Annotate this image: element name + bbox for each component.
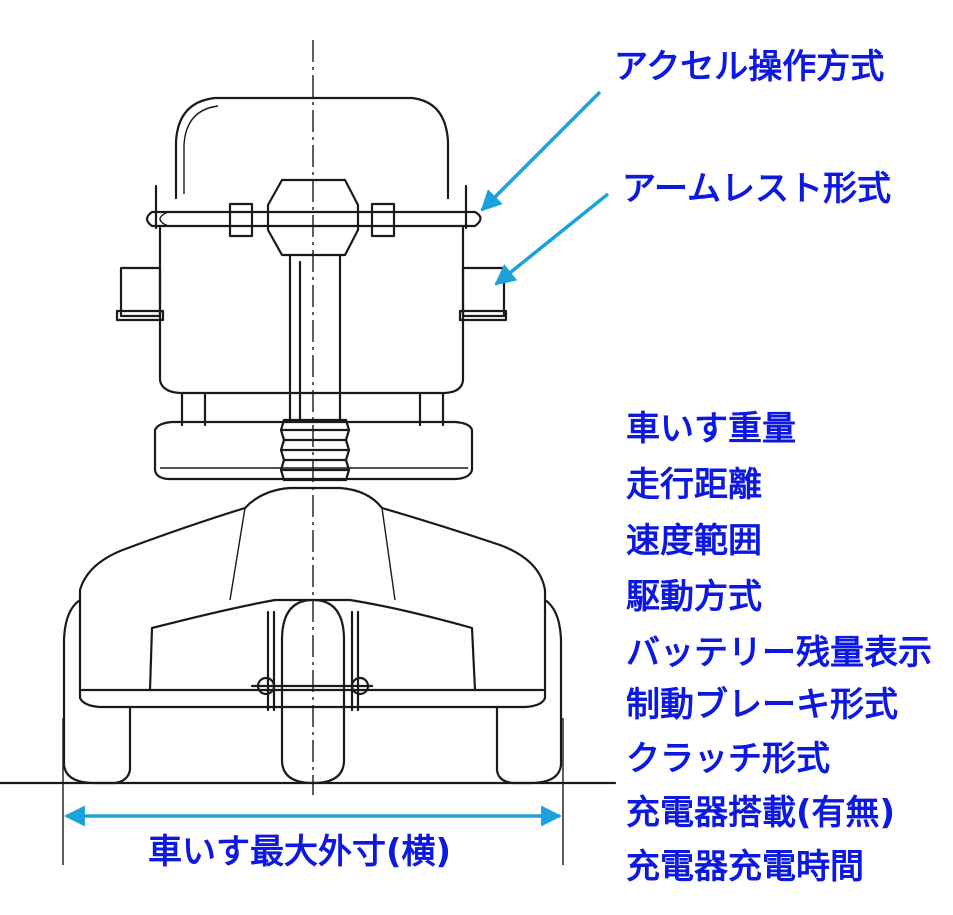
armrest-left — [119, 266, 162, 318]
bellows — [279, 418, 351, 482]
spec-battery-indicator: バッテリー残量表示 — [626, 633, 932, 673]
spec-charger-onboard: 充電器搭載(有無) — [626, 793, 896, 833]
spec-clutch-type: クラッチ形式 — [626, 739, 830, 779]
armrest-callout-arrow — [494, 192, 610, 286]
spec-charging-time: 充電器充電時間 — [626, 847, 864, 887]
body-shroud — [78, 486, 547, 667]
front-wheel — [280, 598, 346, 785]
handlebar — [145, 210, 482, 228]
rear-wheel-left — [62, 598, 132, 785]
spec-brake-type: 制動ブレーキ形式 — [626, 685, 898, 725]
spec-travel-distance: 走行距離 — [626, 465, 762, 505]
armrest-type-label: アームレスト形式 — [622, 169, 891, 209]
seat-body — [158, 226, 465, 395]
spec-speed-range: 速度範囲 — [626, 521, 762, 561]
base-platform — [153, 420, 474, 481]
accel-callout-arrow — [480, 90, 602, 212]
max-width-dimension-label: 車いす最大外寸(横) — [148, 832, 452, 872]
steering-column — [288, 253, 342, 422]
spec-wheelchair-weight: 車いす重量 — [626, 409, 796, 449]
accel-operation-label: アクセル操作方式 — [614, 47, 885, 87]
rear-wheel-right — [495, 598, 563, 785]
seat-back — [174, 96, 450, 200]
steering-hub — [266, 178, 360, 257]
spec-drive-type: 駆動方式 — [626, 577, 762, 617]
body-skirt — [78, 663, 547, 709]
armrest-right — [461, 266, 506, 318]
